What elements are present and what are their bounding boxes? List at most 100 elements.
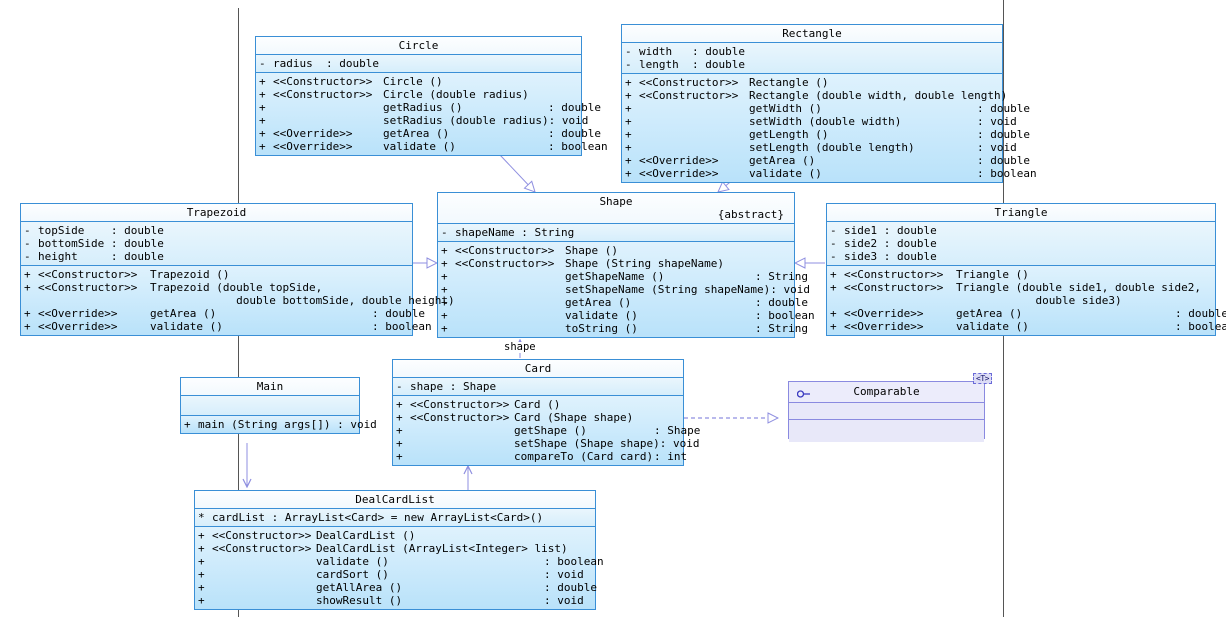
class-box-dealcardlist[interactable]: DealCardList *cardList : ArrayList<Card>… [194,490,604,610]
operation-signature: getArea () [749,154,816,167]
visibility-marker [24,294,38,307]
visibility-marker: + [24,320,31,333]
return-type: : int [654,450,688,463]
class-title-circle: Circle [256,37,581,55]
operation-signature: getWidth () [749,102,822,115]
return-type: : double [977,154,1030,167]
visibility-marker [830,294,844,307]
attribute-signature: height : double [38,250,164,263]
return-type: : void [548,114,589,127]
visibility-marker: - [396,380,403,393]
class-box-rectangle[interactable]: Rectangle -width : double-length : doubl… [621,24,1037,183]
operation-row: +setShape (Shape shape): void [396,437,699,450]
stereotype-label: <<Constructor>> [410,411,510,424]
return-type: : void [659,437,700,450]
operation-row: +<<Constructor>>DealCardList () [198,529,591,542]
operation-row: +<<Constructor>>Circle () [259,75,577,88]
visibility-marker: + [259,140,266,153]
attribute-row: -shapeName : String [441,226,790,239]
class-operations-dealcardlist: +<<Constructor>>DealCardList ()+<<Constr… [195,527,604,609]
class-title-trapezoid: Trapezoid [21,204,412,222]
visibility-marker: + [184,418,191,431]
operation-row: +<<Constructor>>Trapezoid () [24,268,408,281]
stereotype-label: <<Constructor>> [639,76,739,89]
visibility-marker: + [625,154,632,167]
class-attributes-circle: -radius : double [256,55,581,73]
visibility-marker: + [259,127,266,140]
visibility-marker: + [625,89,632,102]
stereotype-label: <<Constructor>> [844,281,944,294]
class-name-circle: Circle [398,39,439,52]
visibility-marker: + [441,244,448,257]
visibility-marker: + [24,268,31,281]
visibility-marker: + [625,167,632,180]
stereotype-label: <<Override>> [273,140,353,153]
visibility-marker: + [625,76,632,89]
operation-row: +validate (): boolean [198,555,604,568]
visibility-marker: + [24,307,31,320]
interface-box-comparable[interactable]: Comparable <T> [788,373,992,442]
class-operations-main: +main (String args[]) : void [181,416,377,433]
stereotype-label [639,115,749,128]
visibility-marker: + [441,257,448,270]
operation-row: +setWidth (double width): void [625,115,1017,128]
visibility-marker: - [830,224,837,237]
class-box-trapezoid[interactable]: Trapezoid -topSide : double-bottomSide :… [20,203,455,336]
visibility-marker: + [396,450,403,463]
interface-lollipop-icon [796,388,811,398]
return-type: : String [755,322,808,335]
association-label-shape: shape [503,341,537,353]
stereotype-label [639,128,749,141]
operation-signature: getShapeName () [565,270,665,283]
visibility-marker: - [441,226,448,239]
class-operations-trapezoid: +<<Constructor>>Trapezoid ()+<<Construct… [21,266,455,335]
attribute-signature: cardList : ArrayList<Card> = new ArrayLi… [212,511,544,524]
operation-row: +<<Constructor>>Circle (double radius) [259,88,577,101]
operation-signature: getArea () [565,296,632,309]
interface-attributes-comparable [789,403,984,420]
class-title-rectangle: Rectangle [622,25,1002,43]
operation-signature: getArea () [956,307,1023,320]
operation-signature: Rectangle (double width, double length) [749,89,1008,102]
visibility-marker: + [198,581,205,594]
operation-signature: getAllArea () [316,581,403,594]
visibility-marker: - [24,250,31,263]
operation-row: +setRadius (double radius): void [259,114,588,127]
return-type: : void [544,568,584,581]
stereotype-label: <<Constructor>> [455,257,555,270]
class-name-dealcardlist: DealCardList [355,493,435,506]
class-box-triangle[interactable]: Triangle -side1 : double-side2 : double-… [826,203,1226,336]
visibility-marker: + [441,309,448,322]
attribute-signature: side3 : double [844,250,937,263]
operation-row: +getRadius (): double [259,101,601,114]
return-type: : double [1175,307,1226,320]
attribute-row: -height : double [24,250,408,263]
stereotype-label: <<Override>> [844,307,924,320]
stereotype-label [38,294,150,307]
visibility-marker: + [259,88,266,101]
operation-signature: getShape () [514,424,587,437]
operation-row: +<<Constructor>>Triangle () [830,268,1211,281]
operation-row: +getArea (): double [441,296,808,309]
class-title-dealcardlist: DealCardList [195,491,595,509]
visibility-marker: + [259,75,266,88]
class-box-shape[interactable]: Shape {abstract} -shapeName : String +<<… [437,192,815,338]
attribute-signature: width : double [639,45,745,58]
visibility-marker: + [625,128,632,141]
operation-signature: Shape () [565,244,618,257]
class-box-circle[interactable]: Circle -radius : double +<<Constructor>>… [255,36,608,156]
class-box-main[interactable]: Main +main (String args[]) : void [180,377,377,434]
attribute-signature: length : double [639,58,745,71]
visibility-marker: + [830,281,837,294]
visibility-marker: + [259,101,266,114]
stereotype-label [410,437,514,450]
class-operations-card: +<<Constructor>>Card ()+<<Constructor>>C… [393,396,700,465]
visibility-marker: + [625,115,632,128]
operation-signature: getLength () [749,128,829,141]
stereotype-label [455,322,565,335]
class-operations-triangle: +<<Constructor>>Triangle ()+ <<Constructo… [827,266,1226,335]
operation-row: +<<Constructor>>Card () [396,398,679,411]
class-box-card[interactable]: Card -shape : Shape +<<Constructor>>Card… [392,359,700,466]
return-type: : void [544,594,584,607]
operation-signature: getRadius () [383,101,463,114]
